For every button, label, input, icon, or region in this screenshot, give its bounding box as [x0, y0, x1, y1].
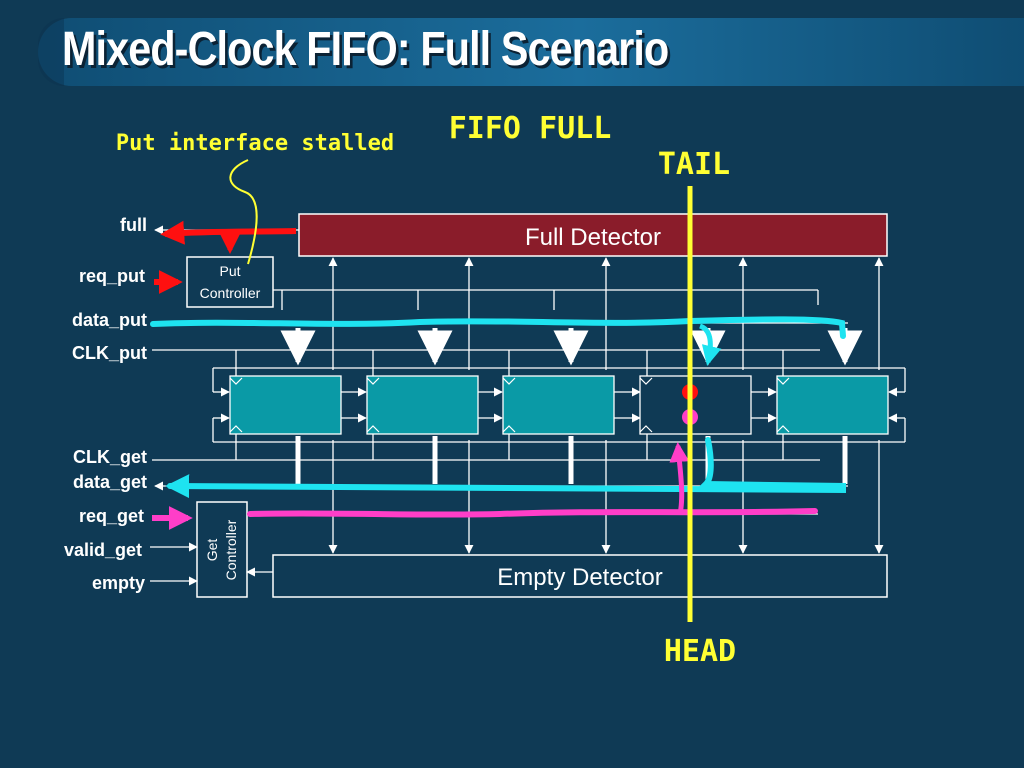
fifo-cell-tail-head [639, 375, 752, 435]
full-detector-label: Full Detector [525, 224, 661, 251]
empty-detector-box [272, 554, 888, 598]
signal-empty: empty [92, 573, 145, 593]
stalled-callout-line [229, 159, 258, 265]
signal-labels: full req_put data_put CLK_put CLK_get da… [64, 215, 147, 593]
signal-req-put: req_put [79, 266, 145, 286]
data-put-highlight [150, 316, 846, 339]
signal-req-get: req_get [79, 506, 144, 526]
put-controller-box [186, 256, 274, 308]
signal-valid-get: valid_get [64, 540, 142, 560]
signal-clk-get: CLK_get [73, 447, 147, 467]
head-label: HEAD [664, 634, 736, 669]
fifo-cell [366, 375, 479, 435]
empty-detector-label: Empty Detector [497, 564, 662, 591]
data-get-highlight [165, 437, 846, 499]
full-highlight [160, 220, 297, 245]
tail-cell-write-highlight [698, 323, 722, 366]
tail-label: TAIL [658, 147, 730, 182]
signal-clk-put: CLK_put [72, 343, 147, 363]
put-controller-label-2: Controller [200, 285, 261, 301]
signal-data-put: data_put [72, 310, 147, 330]
req-get-to-cell-highlight [669, 442, 690, 515]
fifo-cell [776, 375, 889, 435]
fifo-cell [502, 375, 615, 435]
put-stalled-annotation: Put interface stalled [116, 131, 394, 156]
title-bar [38, 18, 1024, 86]
signal-full: full [120, 215, 147, 235]
fifo-cell [229, 375, 342, 435]
get-controller-label-1: Get [204, 539, 220, 562]
full-detector-box [298, 213, 888, 257]
fifo-full-annotation: FIFO FULL [449, 111, 612, 146]
get-controller-label-2: Controller [223, 519, 239, 580]
req-get-highlight [247, 508, 818, 518]
slide-title: Mixed-Clock FIFO: Full Scenario [62, 23, 669, 76]
fifo-cells [229, 375, 889, 435]
signal-data-get: data_get [73, 472, 147, 492]
put-controller-label-1: Put [219, 263, 240, 279]
